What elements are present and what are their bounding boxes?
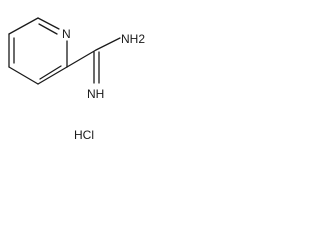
- amine-label: NH2: [121, 32, 145, 46]
- bond-c2-amidine-carbon: [66, 49, 97, 68]
- ring-bond-n1-c6: [37, 17, 60, 30]
- salt-label: HCl: [74, 128, 94, 142]
- ring-bond-c4-c3: [8, 66, 39, 85]
- pyridine-ring: [8, 17, 68, 85]
- ring-bond-c6-c5: [8, 17, 39, 35]
- ring-nitrogen-label: N: [62, 27, 71, 41]
- bond-amidine-carbon-nh2: [95, 37, 121, 51]
- ring-bond-c3-c2: [37, 66, 68, 85]
- ring-double-bond-c3-c2: [39, 65, 62, 80]
- structure-diagram: N NH2 NH HCl: [8, 17, 145, 142]
- amidine-group: [66, 37, 121, 84]
- imine-label: NH: [87, 87, 104, 101]
- ring-double-bond-n1-c6: [38, 23, 58, 35]
